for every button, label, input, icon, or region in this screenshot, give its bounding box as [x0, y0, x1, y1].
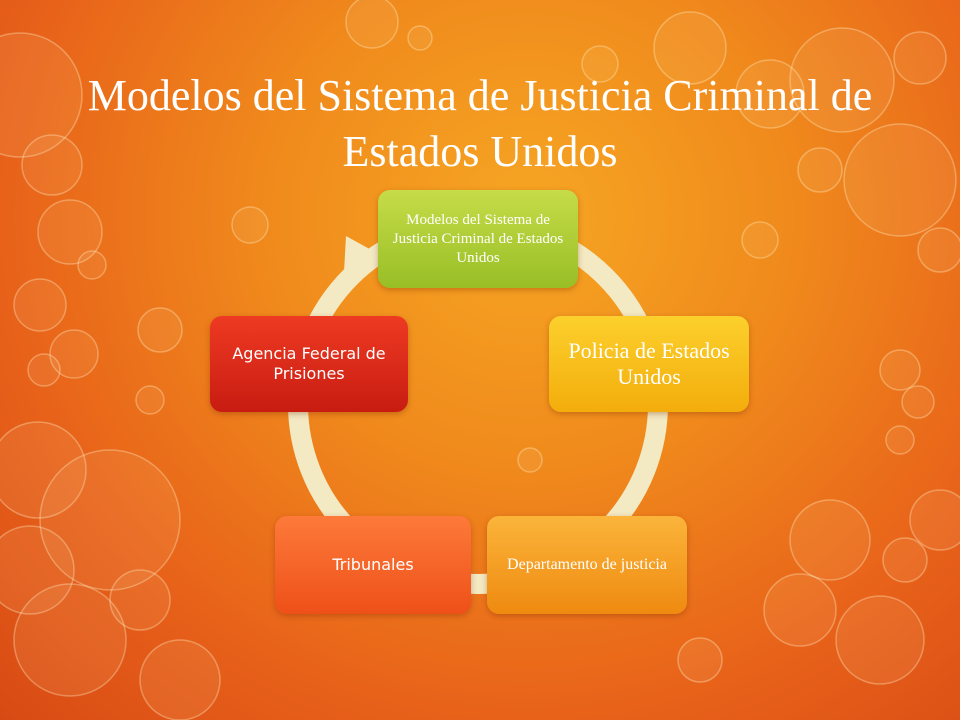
cycle-arrowhead-icon — [344, 236, 375, 272]
cycle-node-tribunales: Tribunales — [275, 516, 471, 614]
slide-title: Modelos del Sistema de Justicia Criminal… — [87, 71, 873, 176]
cycle-node-modelos: Modelos del Sistema de Justicia Criminal… — [378, 190, 578, 288]
cycle-node-policia: Policia de Estados Unidos — [549, 316, 749, 412]
cycle-node-agencia-prisiones: Agencia Federal de Prisiones — [210, 316, 408, 412]
cycle-node-departamento-justicia: Departamento de justicia — [487, 516, 687, 614]
